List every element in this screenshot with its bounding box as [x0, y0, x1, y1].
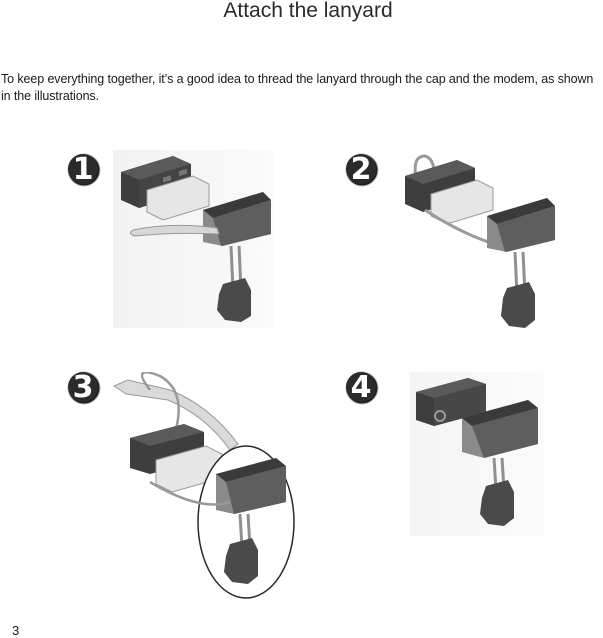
lanyard-clip	[217, 278, 251, 322]
lanyard-loop	[140, 372, 180, 437]
step-number: 1	[73, 152, 94, 187]
usb-plug	[430, 179, 494, 225]
step-badge-2: 2	[345, 152, 379, 187]
step-badge-1: 1	[67, 152, 101, 187]
step-number: 4	[351, 370, 372, 405]
page-title: Attach the lanyard	[223, 0, 393, 22]
illustration-step-3	[112, 372, 295, 599]
lanyard-clip	[224, 538, 258, 584]
step-badge-4: 4	[345, 370, 379, 405]
illustration-step-4	[410, 372, 544, 536]
lanyard-clip	[501, 282, 535, 328]
lanyard-clip	[480, 480, 514, 526]
usb-plug	[146, 175, 210, 221]
illustration-step-1	[113, 150, 273, 328]
lanyard-loop	[129, 224, 220, 237]
page-number: 3	[12, 623, 20, 638]
step-number: 2	[351, 152, 372, 187]
illustration-step-2	[405, 154, 555, 328]
step-number: 3	[73, 370, 94, 405]
step-badge-3: 3	[67, 370, 101, 405]
intro-paragraph: To keep everything together, it’s a good…	[1, 72, 594, 103]
